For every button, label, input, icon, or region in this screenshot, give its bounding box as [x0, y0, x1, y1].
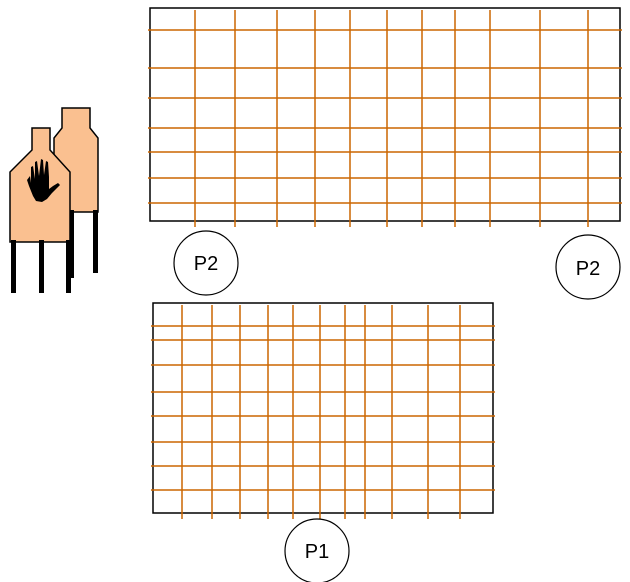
no-shoot-hand-icon [27, 159, 60, 202]
position-circle [284, 518, 350, 582]
position-label: P2 [194, 253, 218, 275]
position-label: P2 [576, 258, 600, 280]
upper-wire-barrier [148, 7, 622, 227]
barrier-mesh [148, 10, 622, 227]
lower-wire-barrier [151, 302, 495, 519]
position-circle [173, 230, 239, 296]
position-marker-p2-left: P2 [173, 230, 239, 296]
barrier-frame [149, 7, 621, 222]
position-label: P1 [305, 541, 329, 563]
target-group [9, 107, 99, 293]
front-target [9, 127, 71, 293]
barrier-frame [152, 302, 494, 514]
position-marker-p2-right: P2 [555, 234, 621, 300]
position-marker-p1: P1 [284, 518, 350, 582]
position-circle [555, 234, 621, 300]
barrier-mesh [151, 305, 495, 519]
